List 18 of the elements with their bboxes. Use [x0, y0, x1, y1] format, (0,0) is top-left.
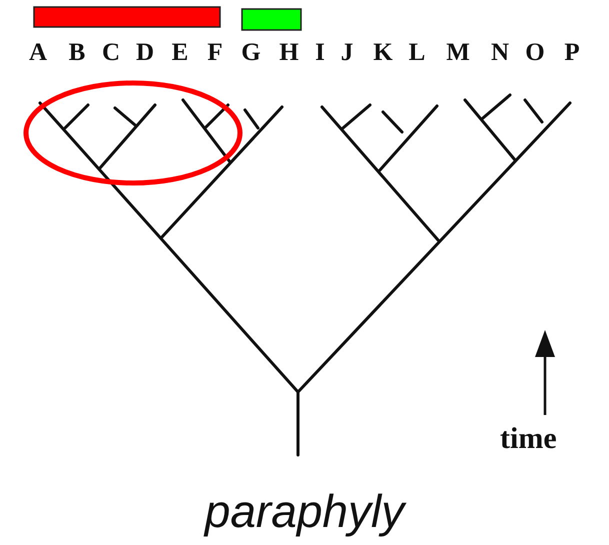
caption: paraphyly [202, 488, 408, 534]
taxon-label: B [68, 40, 86, 65]
taxon-label: E [172, 40, 188, 65]
taxon-label: J [340, 40, 354, 65]
taxon-label: N [490, 40, 510, 65]
taxon-label: A [28, 40, 48, 65]
taxon-label: F [207, 40, 223, 65]
taxon-label: P [564, 40, 580, 65]
taxon-label: G [241, 40, 261, 65]
taxon-label: I [315, 40, 325, 65]
taxon-label: M [446, 40, 470, 65]
taxon-label: H [279, 40, 299, 65]
time-label: time [500, 424, 557, 454]
taxon-label: C [102, 40, 120, 65]
taxon-label: D [136, 40, 154, 65]
taxon-label: L [408, 40, 426, 65]
taxon-label: K [373, 40, 393, 65]
taxon-label: O [525, 40, 545, 65]
